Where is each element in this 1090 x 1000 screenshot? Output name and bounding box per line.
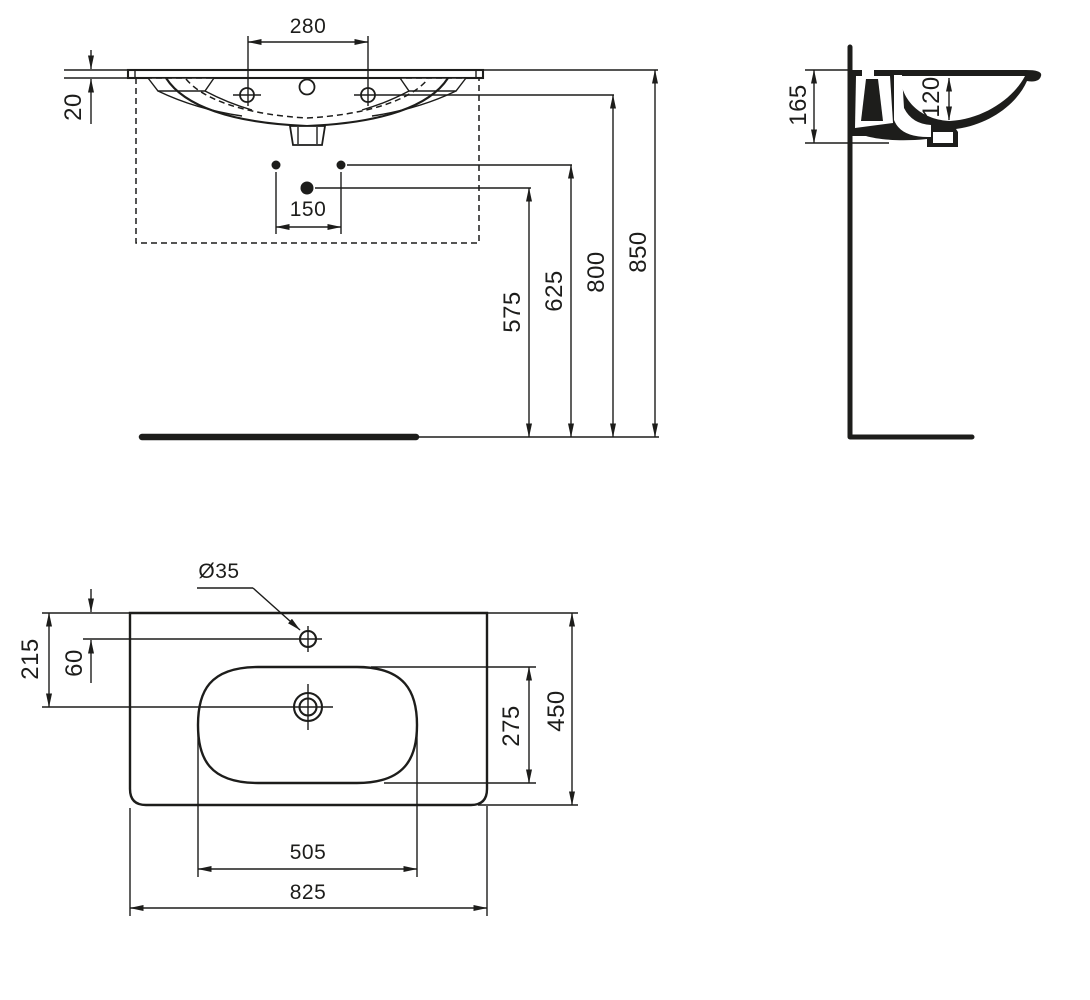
- dim-label-tap-hole-spacing: 280: [289, 15, 327, 38]
- leader-line-d35: [252, 587, 301, 631]
- dim-label-bowl-depth: 120: [918, 76, 945, 118]
- side-view: [805, 44, 1042, 440]
- deck-edge-right: [398, 77, 468, 92]
- supply-point-right: [336, 160, 346, 170]
- dim-label-supply-spacing: 150: [289, 198, 327, 221]
- dim-label-tap-hole-diameter: Ø35: [198, 560, 240, 583]
- plan-view: [42, 587, 578, 916]
- drain-hole: [933, 132, 953, 143]
- supply-point-left: [271, 160, 281, 170]
- fixing-bracket: [861, 79, 883, 121]
- drain-trap: [288, 125, 327, 146]
- basin-bowl-outline: [196, 665, 419, 785]
- front-slab: [126, 68, 485, 80]
- waste-point: [300, 181, 314, 195]
- overflow-channel: [894, 75, 931, 138]
- dim-label-tap-hole-setback: 60: [61, 649, 88, 677]
- dim-label-fixing-drop: 165: [785, 84, 812, 126]
- dim-label-overall-depth: 450: [543, 690, 570, 732]
- dim-label-rim-height: 850: [625, 231, 652, 273]
- dim-label-rim-thickness: 20: [60, 93, 87, 121]
- dim-label-tap-hole-height: 800: [583, 251, 610, 293]
- bowl-interior: [900, 76, 1025, 121]
- overflow-hole: [298, 78, 316, 96]
- dim-label-trap-outlet-height: 575: [499, 291, 526, 333]
- dim-label-bowl-front-to-back: 275: [498, 705, 525, 747]
- bowl-wall-left-inner: [204, 90, 253, 111]
- dim-label-overall-width: 825: [289, 881, 327, 904]
- front-view: [64, 36, 659, 441]
- wall-line: [847, 44, 975, 440]
- bowl-wall-right-inner: [361, 90, 410, 111]
- dim-label-drain-centre-setback: 215: [17, 638, 44, 680]
- cabinet-outline-dashed: [135, 77, 480, 244]
- bowl-hidden-edge: [185, 78, 429, 119]
- dim-label-bowl-width: 505: [289, 841, 327, 864]
- rim-notch: [862, 70, 874, 76]
- dim-label-supply-height: 625: [541, 270, 568, 312]
- bowl-wall-left: [157, 90, 243, 117]
- deck-edge-left: [146, 77, 216, 92]
